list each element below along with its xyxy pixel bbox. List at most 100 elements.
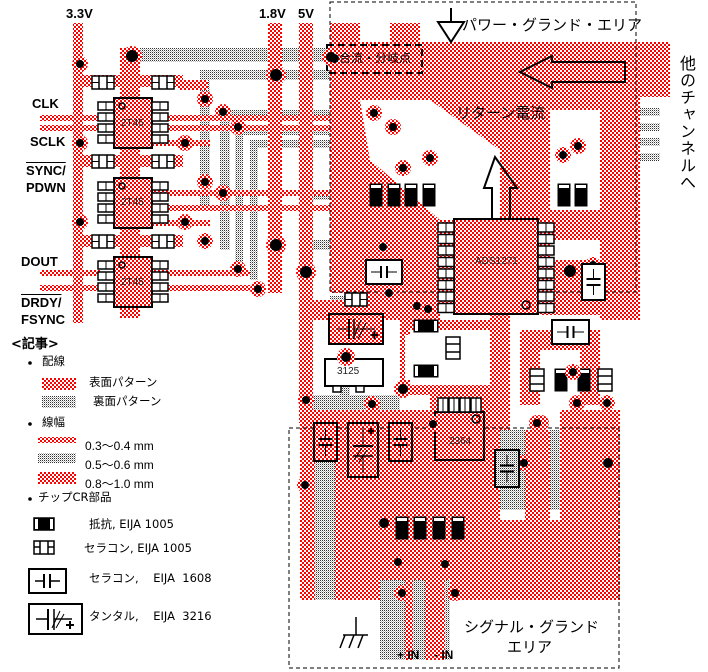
buffer-ic-3	[113, 256, 153, 308]
ic-pin-pad	[151, 214, 169, 224]
power-ground-area-label: パワー・グランド・エリア	[462, 16, 643, 34]
ic-pin-pad	[151, 181, 169, 191]
via	[569, 395, 585, 411]
via	[215, 104, 231, 120]
ceramic-cap-1608	[551, 319, 590, 345]
via	[395, 160, 411, 176]
signal-ground-area-label-line2: エリア	[507, 638, 553, 656]
junction-text: 合流・分岐点	[339, 51, 412, 65]
ic-pin-pad	[448, 397, 460, 413]
via	[529, 415, 545, 431]
resistor-1005	[574, 183, 588, 207]
ic-pin-pad	[151, 112, 169, 122]
via	[230, 119, 246, 135]
via	[230, 261, 246, 277]
legend-swatches	[28, 361, 83, 635]
opamp-ic	[434, 411, 485, 461]
ceramic-cap-1608	[494, 449, 520, 488]
ceramic-cap-1608	[313, 422, 338, 462]
ceramic-cap-1005	[529, 368, 545, 392]
resistor-1005	[413, 516, 427, 540]
via	[447, 585, 463, 601]
legend-width-medium: 0.5〜0.6 mm	[85, 458, 154, 472]
resistor-1005	[422, 183, 436, 207]
ceramic-cap-1005	[151, 234, 175, 249]
via	[296, 262, 316, 282]
input-label-positive: + IN	[397, 648, 420, 662]
signal-ground-area-label-line1: シグナル・グランド	[464, 618, 600, 636]
ic-pin-pad	[97, 101, 115, 111]
via	[122, 46, 142, 66]
chip-label-adc: ADS1271	[475, 256, 518, 267]
supply-label-3v3: 3.3V	[66, 6, 93, 21]
via	[560, 261, 580, 281]
ic-pin-pad	[537, 291, 555, 302]
left-arrow-icon	[517, 54, 626, 90]
resistor-1005	[413, 319, 439, 333]
ic-pin-pad	[97, 203, 115, 213]
ic-pin-pad	[537, 279, 555, 291]
ic-pin-pad	[151, 271, 169, 281]
ic-pin-pad	[537, 233, 555, 245]
via	[72, 214, 88, 230]
resistor-1005	[451, 516, 465, 540]
ic-pin-pad	[151, 293, 169, 303]
resistor-1005	[369, 183, 383, 207]
via	[381, 285, 397, 301]
ic-pin-pad	[437, 397, 449, 413]
return-current-label: リターン電流	[456, 104, 546, 122]
ceramic-cap-1005	[344, 292, 368, 307]
via	[250, 281, 266, 297]
ic-pin-pad	[437, 279, 455, 291]
via	[177, 214, 193, 230]
via	[599, 395, 615, 411]
via	[570, 138, 586, 154]
legend-width-thick: 0.8〜1.0 mm	[85, 477, 154, 491]
tantalum-cap-3216	[328, 313, 384, 345]
junction-label: 合流・分岐点	[330, 52, 411, 64]
chip-label-buffer2: 2T45	[121, 197, 144, 208]
chip-label-buffer1: 2T45	[121, 118, 144, 129]
via	[197, 174, 213, 190]
legend-wiring-top: 表面パターン	[89, 375, 158, 389]
ic-pin-pad	[97, 123, 115, 133]
via	[337, 348, 355, 366]
ic-pin-pad	[537, 245, 555, 256]
signal-label-fsync: FSYNC	[21, 312, 66, 327]
via	[422, 150, 438, 166]
ic-pin-pad	[437, 256, 455, 268]
regulator-ic	[324, 350, 384, 393]
ic-pin-pad	[470, 397, 482, 413]
ic-pin-pad	[437, 302, 455, 314]
supply-label-5v: 5V	[298, 6, 314, 21]
buffer-ic-2	[113, 177, 153, 229]
via	[266, 235, 286, 255]
via	[394, 380, 412, 398]
ic-pin-pad	[97, 282, 115, 292]
ceramic-cap-1005	[91, 75, 115, 90]
via	[394, 585, 410, 601]
via	[215, 185, 231, 201]
via	[420, 301, 436, 317]
ceramic-cap-1005	[445, 336, 461, 360]
resistor-1005	[432, 516, 446, 540]
junction-dot-icon	[330, 54, 339, 63]
ic-pin-pad	[97, 192, 115, 202]
ceramic-cap-1608	[581, 263, 606, 301]
legend-width-thin: 0.3〜0.4 mm	[85, 439, 154, 453]
legend-swatch-top-copper	[42, 378, 76, 390]
ceramic-cap-icon	[28, 568, 67, 594]
via	[385, 119, 401, 135]
legend-chip-ceramic-1005: セラコン, EIJA 1005	[84, 541, 192, 555]
resistor-1005	[413, 364, 439, 378]
ceramic-cap-1608	[388, 422, 413, 462]
resistor-1005	[554, 368, 568, 392]
ic-pin-pad	[97, 181, 115, 191]
ic-pin-pad	[537, 222, 555, 233]
resistor-1005	[557, 183, 571, 207]
ic-pin-pad	[537, 268, 555, 279]
via	[366, 105, 382, 121]
signal-label-clk: CLK	[32, 96, 59, 111]
ic-pin-pad	[151, 123, 169, 133]
via	[425, 416, 441, 432]
